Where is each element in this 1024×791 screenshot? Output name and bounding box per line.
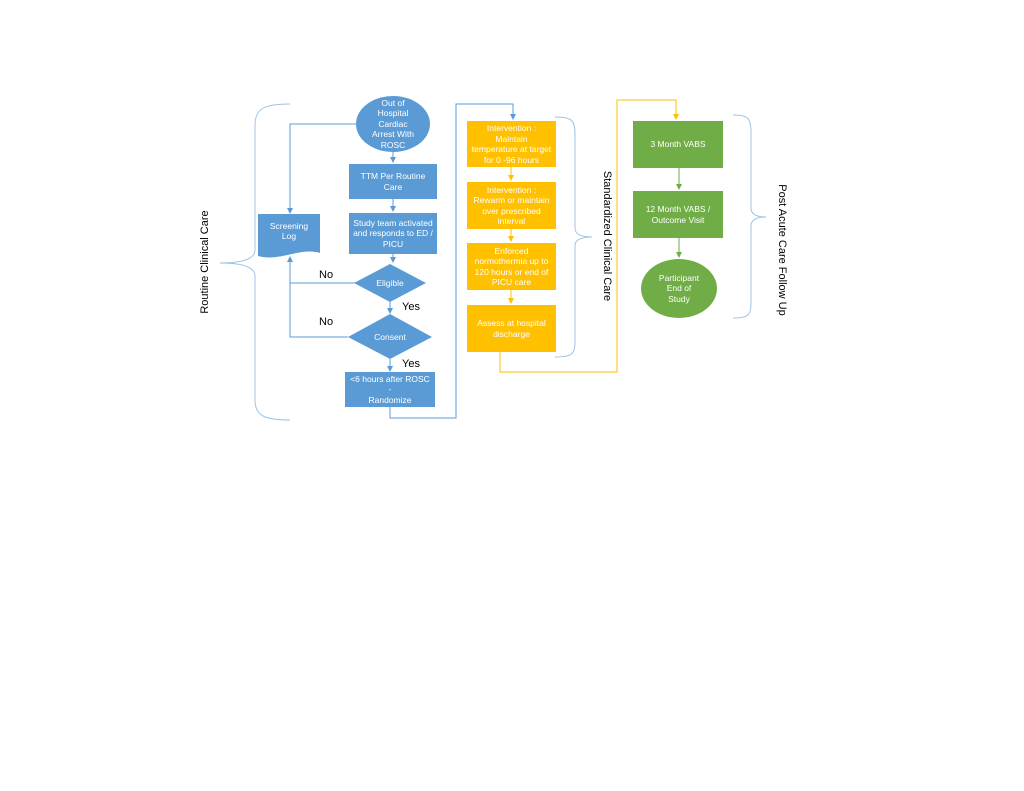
discharge-to-followup-arrow xyxy=(499,99,679,373)
ttm-routine-care-box: TTM Per Routine Care xyxy=(349,164,437,199)
screening-log-label: Screening Log xyxy=(269,220,309,242)
study-team-box: Study team activated and responds to ED … xyxy=(349,213,437,254)
routine-section-label: Routine Clinical Care xyxy=(199,210,211,314)
hospital-discharge-box: Assess at hospital discharge xyxy=(467,305,556,352)
start-to-screening-arrow xyxy=(287,123,356,214)
eligible-diamond xyxy=(354,264,426,302)
postacute-brace xyxy=(732,114,767,319)
vabs-3-month-box: 3 Month VABS xyxy=(633,121,723,168)
cardiac-arrest-start-node: Out of Hospital Cardiac Arrest With ROSC xyxy=(356,96,430,152)
consent-yes-label: Yes xyxy=(402,358,420,370)
participant-end-node: Participant End of Study xyxy=(641,259,717,318)
randomize-to-intervention-arrow xyxy=(389,103,516,419)
routine-brace xyxy=(219,103,291,421)
consent-no-label: No xyxy=(319,316,334,328)
vabs-12-month-box: 12 Month VABS / Outcome Visit xyxy=(633,191,723,238)
consent-diamond xyxy=(348,314,432,359)
eligible-yes-label: Yes xyxy=(402,301,420,313)
maintain-temperature-box: Intervention : Maintain temperature at t… xyxy=(467,121,556,167)
normothermia-box: Enforced normothermia up to 120 hours or… xyxy=(467,243,556,290)
consent-no-line xyxy=(289,283,348,338)
rewarm-box: Intervention : Rewarm or maintain over p… xyxy=(467,182,556,229)
consent-label: Consent xyxy=(374,332,406,342)
eligible-label: Eligible xyxy=(376,278,404,288)
screening-log-shape xyxy=(258,214,320,258)
standardized-brace xyxy=(554,116,593,358)
postacute-section-label: Post Acute Care Follow Up xyxy=(776,184,788,316)
randomize-box: <6 hours after ROSC - Randomize xyxy=(345,372,435,407)
eligible-no-label: No xyxy=(319,269,334,281)
standardized-section-label: Standardized Clinical Care xyxy=(601,170,613,302)
